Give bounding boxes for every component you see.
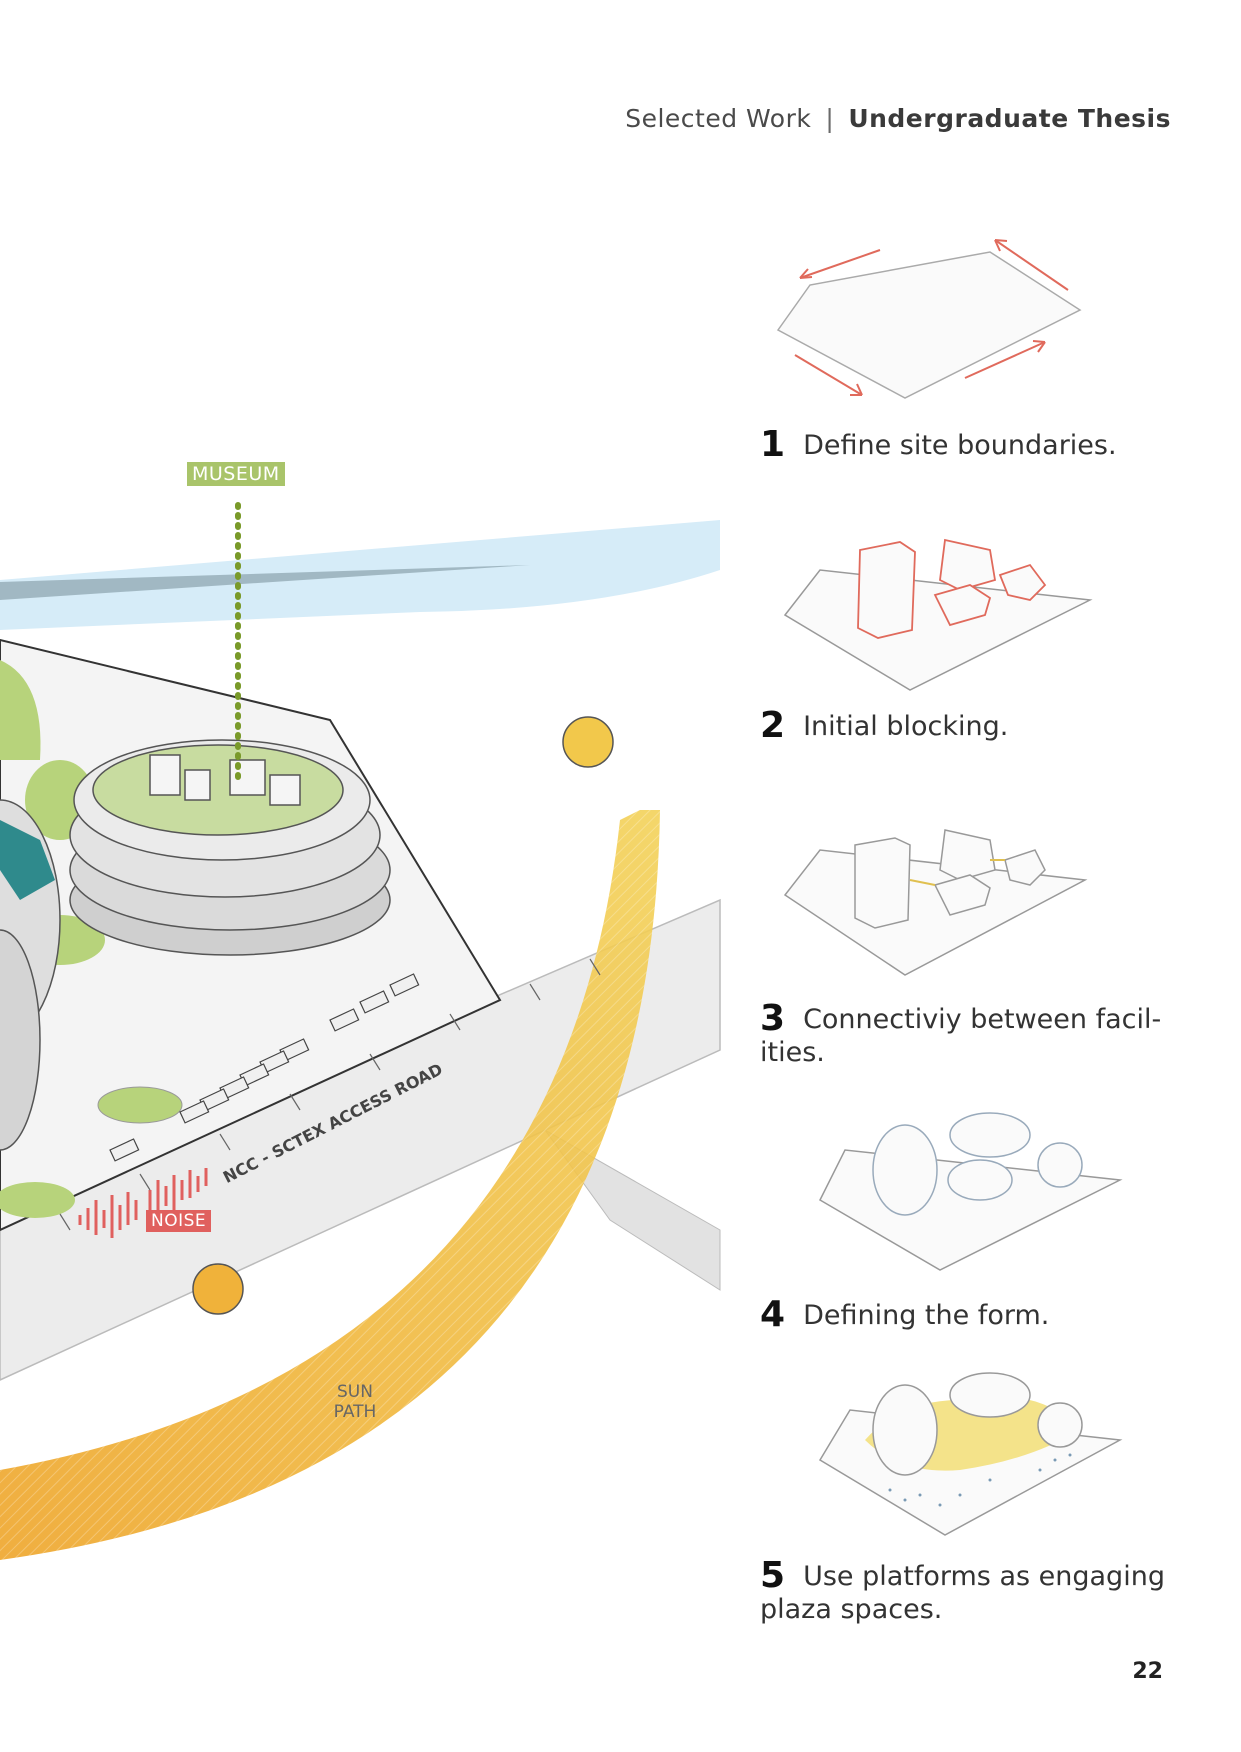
museum-label: MUSEUM — [187, 462, 285, 486]
step-number: 1 — [760, 424, 786, 465]
river-edge — [0, 565, 530, 600]
step-number: 3 — [760, 998, 786, 1039]
noise-wave — [78, 1168, 208, 1238]
step-number: 2 — [760, 705, 786, 746]
step-4-caption: 4 Defining the form. — [760, 1297, 1180, 1333]
green-area — [0, 1182, 75, 1218]
sun-path-label: SUN PATH — [320, 1382, 390, 1422]
section-label: Selected Work — [625, 104, 812, 133]
noise-label: NOISE — [146, 1210, 212, 1232]
page-header: Selected Work | Undergraduate Thesis — [625, 104, 1171, 133]
street-lamps — [59, 958, 601, 1231]
step-text: Use platforms as engaging plaza spaces. — [760, 1561, 1165, 1625]
page-number: 22 — [1132, 1659, 1163, 1684]
step-text: Defining the form. — [803, 1300, 1050, 1331]
teal-ramp — [0, 820, 55, 900]
green-area — [0, 660, 41, 760]
green-area — [97, 1086, 183, 1124]
step-number: 5 — [760, 1555, 786, 1596]
header-separator: | — [825, 104, 835, 133]
thesis-title: Undergraduate Thesis — [848, 104, 1171, 133]
step-text: Connectiviy between facil-ities. — [760, 1004, 1162, 1068]
step-2-caption: 2 Initial blocking. — [760, 708, 1180, 744]
museum-building — [69, 739, 391, 956]
parking-vehicles — [109, 973, 420, 1162]
site-plan-illustration — [0, 502, 721, 1560]
sun-marker — [562, 716, 614, 768]
step-text: Initial blocking. — [803, 711, 1009, 742]
sun-path-line1: SUN — [337, 1382, 373, 1402]
sun-marker — [192, 1263, 244, 1315]
step-1-caption: 1 Define site boundaries. — [760, 427, 1180, 463]
sun-path-line2: PATH — [333, 1402, 377, 1422]
step-number: 4 — [760, 1294, 786, 1335]
step-text: Define site boundaries. — [803, 430, 1117, 461]
